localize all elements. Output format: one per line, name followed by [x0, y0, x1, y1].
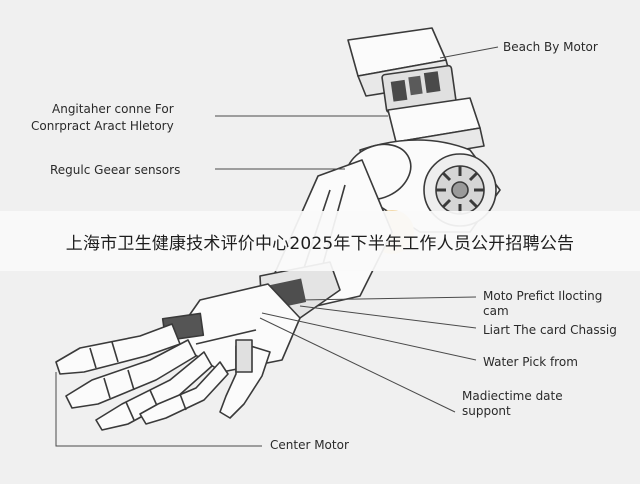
- leader-liart-card: [299, 305, 477, 329]
- top-motor-housing: [347, 27, 485, 161]
- leader-beach-motor: [439, 46, 499, 59]
- finger-ring: [95, 351, 213, 431]
- leader-madiectime: [259, 317, 456, 413]
- leader-center-motor: [55, 372, 262, 447]
- label-beach-motor: Beach By Motor: [503, 40, 598, 54]
- label-moto-prefict-line1: Moto Prefict Ilocting: [483, 289, 603, 303]
- leader-moto-prefict: [299, 296, 477, 301]
- banner-title: 上海市卫生健康技术评价中心2025年下半年工作人员公开招聘公告: [65, 233, 575, 254]
- label-water-pick: Water Pick from: [483, 355, 578, 369]
- finger-little: [139, 361, 229, 425]
- label-angitaher-line1: Angitaher conne For: [52, 102, 174, 116]
- finger-thumb: [219, 339, 271, 419]
- leader-water-pick: [261, 312, 477, 361]
- leader-lines: [55, 46, 499, 447]
- label-moto-prefict-line2: cam: [483, 304, 509, 318]
- finger-index: [55, 323, 181, 375]
- label-regulc-gear: Regulc Geear sensors: [50, 163, 181, 177]
- finger-middle: [65, 339, 197, 409]
- label-madiectime-line2: suppont: [462, 404, 511, 418]
- label-center-motor: Center Motor: [270, 438, 349, 452]
- announcement-banner: 上海市卫生健康技术评价中心2025年下半年工作人员公开招聘公告: [0, 211, 640, 271]
- label-madiectime-line1: Madiectime date: [462, 389, 563, 403]
- label-liart-card: Liart The card Chassig: [483, 323, 617, 337]
- label-angitaher-line2: Conrpract Aract Hletory: [31, 119, 174, 133]
